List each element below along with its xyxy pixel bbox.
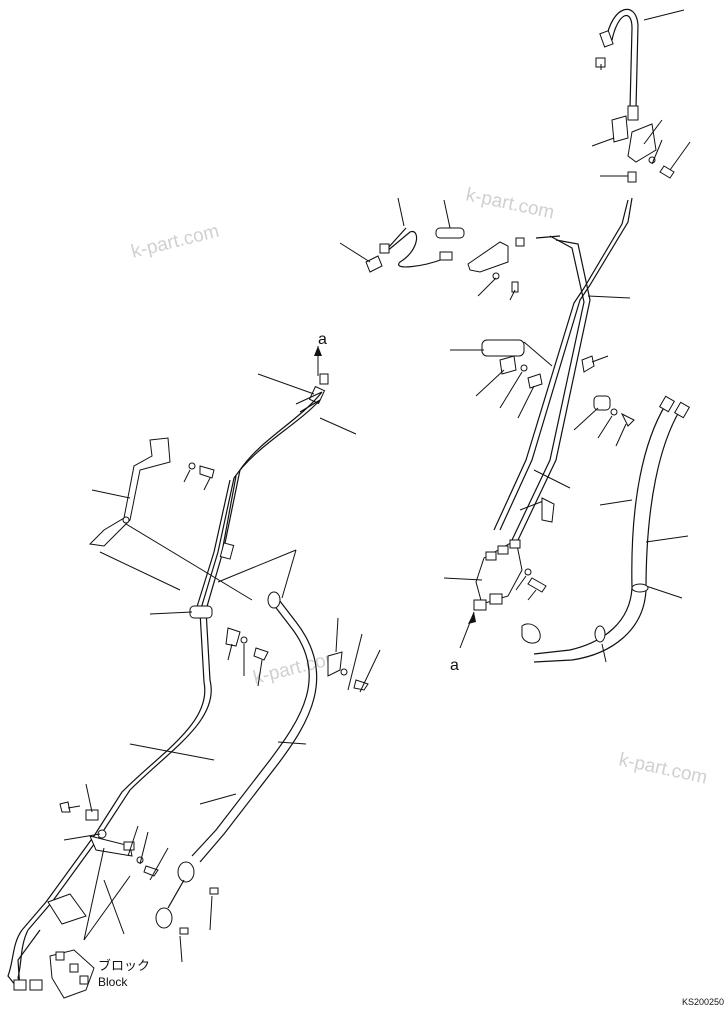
bracket-left-upper	[88, 437, 253, 601]
reference-arrow-a-lower: a	[450, 611, 476, 674]
bolt-top-right	[595, 57, 606, 70]
bracket-upper-mid	[467, 237, 525, 301]
hose-upper-mid	[339, 197, 453, 273]
hose-pair-right	[521, 395, 691, 663]
block-label-en: Block	[98, 975, 128, 989]
watermark-4: k-part.com	[617, 749, 709, 788]
tube-left-second	[155, 591, 318, 963]
tube-bundle-right	[493, 197, 633, 541]
clamp-upper-mid	[435, 199, 465, 239]
reference-arrow-a-upper: a	[257, 331, 357, 435]
block-label-jp: ブロック	[98, 958, 150, 973]
tube-bundle-left	[7, 391, 323, 991]
clamp-top-right	[591, 115, 691, 183]
callout-v-lines	[217, 549, 297, 599]
ref-label-a-lower: a	[450, 657, 459, 674]
watermark-1: k-part.com	[129, 221, 221, 263]
clamp-pair-right	[450, 339, 635, 447]
valve-block-right	[443, 497, 555, 611]
ref-label-a-upper: a	[318, 331, 327, 348]
watermark-2: k-part.com	[464, 184, 556, 223]
drawing-code: KS200250	[682, 997, 724, 1007]
hose-top-right	[599, 8, 685, 121]
clamp-left-mid	[225, 617, 381, 693]
block-assembly-left: ブロック Block	[13, 783, 169, 999]
